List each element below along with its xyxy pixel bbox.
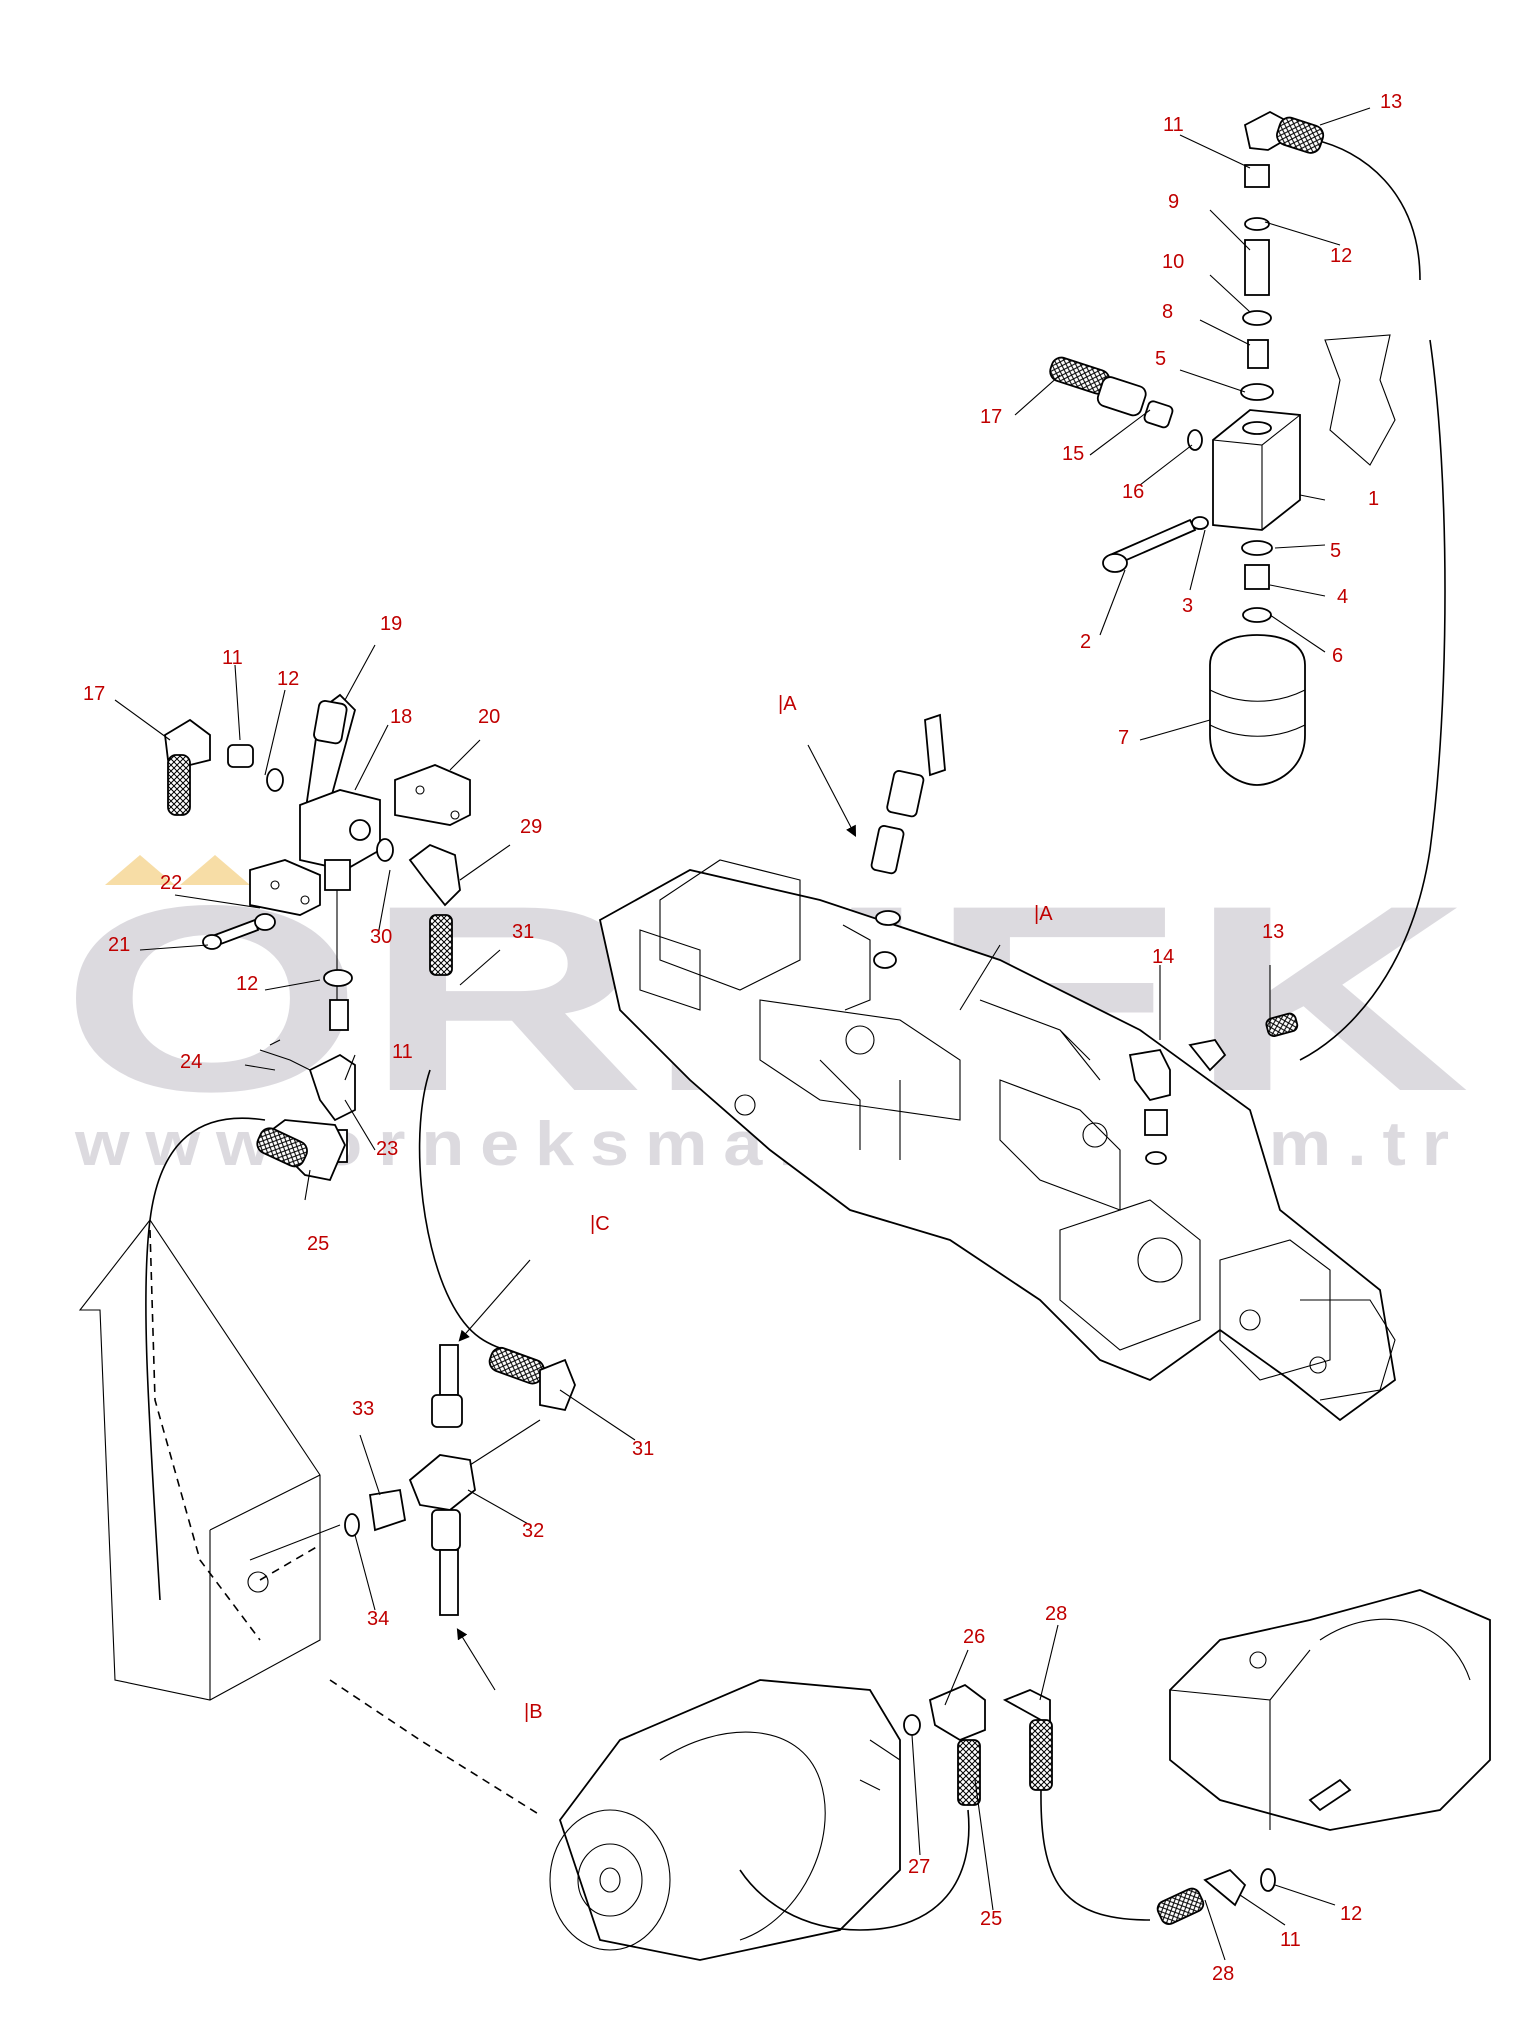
- accumulator-assembly: [1014, 107, 1446, 1061]
- callout-labels: 13 11 9 12 10 8 5 17 15 16 1 5 3 4 2 6 7…: [83, 91, 1402, 1985]
- callout-5b: 5: [1330, 540, 1341, 562]
- callout-11c: 11: [392, 1041, 413, 1063]
- callout-13: 13: [1380, 91, 1402, 113]
- callout-23: 23: [376, 1138, 398, 1160]
- callout-15: 15: [1062, 443, 1084, 465]
- tee-assembly: [249, 1259, 636, 1691]
- callout-20: 20: [478, 706, 500, 728]
- callout-12b: 12: [277, 668, 299, 690]
- callout-17b: 17: [83, 683, 105, 705]
- view-ref-b: |B: [524, 1701, 543, 1723]
- callout-10: 10: [1162, 251, 1184, 273]
- callout-28: 28: [1045, 1603, 1067, 1625]
- callout-33: 33: [352, 1398, 374, 1420]
- callout-11b: 11: [222, 647, 243, 669]
- pump-assembly: [598, 713, 1396, 1422]
- callout-25: 25: [307, 1233, 329, 1255]
- callout-18: 18: [390, 706, 412, 728]
- travel-motors: [549, 1589, 1491, 1961]
- callout-19: 19: [380, 613, 402, 635]
- callout-12c: 12: [236, 973, 258, 995]
- callout-21: 21: [108, 934, 130, 956]
- callout-13b: 13: [1262, 921, 1284, 943]
- callout-27: 27: [908, 1856, 930, 1878]
- callout-2: 2: [1080, 631, 1091, 653]
- callout-7: 7: [1118, 727, 1129, 749]
- left-valve-assembly: [114, 644, 521, 1601]
- view-ref-a: |A: [778, 693, 797, 715]
- callout-22: 22: [160, 872, 182, 894]
- callout-6: 6: [1332, 645, 1343, 667]
- view-ref-c: |C: [590, 1213, 610, 1235]
- callout-24: 24: [180, 1051, 202, 1073]
- callout-31: 31: [512, 921, 534, 943]
- cab-outline: [78, 1219, 541, 1816]
- callout-8: 8: [1162, 301, 1173, 323]
- callout-31b: 31: [632, 1438, 654, 1460]
- callout-29: 29: [520, 816, 542, 838]
- callout-11: 11: [1163, 114, 1184, 136]
- callout-12: 12: [1330, 245, 1352, 267]
- callout-34: 34: [367, 1608, 389, 1630]
- callout-16: 16: [1122, 481, 1144, 503]
- callout-17: 17: [980, 406, 1002, 428]
- callout-12d: 12: [1340, 1903, 1362, 1925]
- callout-26: 26: [963, 1626, 985, 1648]
- callout-25b: 25: [980, 1908, 1002, 1930]
- callout-5: 5: [1155, 348, 1166, 370]
- callout-30: 30: [370, 926, 392, 948]
- callout-14: 14: [1152, 946, 1174, 968]
- callout-3: 3: [1182, 595, 1193, 617]
- callout-4: 4: [1337, 586, 1348, 608]
- callout-11d: 11: [1280, 1929, 1301, 1951]
- callout-9: 9: [1168, 191, 1179, 213]
- callout-1: 1: [1368, 488, 1379, 510]
- callout-32: 32: [522, 1520, 544, 1542]
- view-ref-a-2: |A: [1034, 903, 1053, 925]
- callout-28b: 28: [1212, 1963, 1234, 1985]
